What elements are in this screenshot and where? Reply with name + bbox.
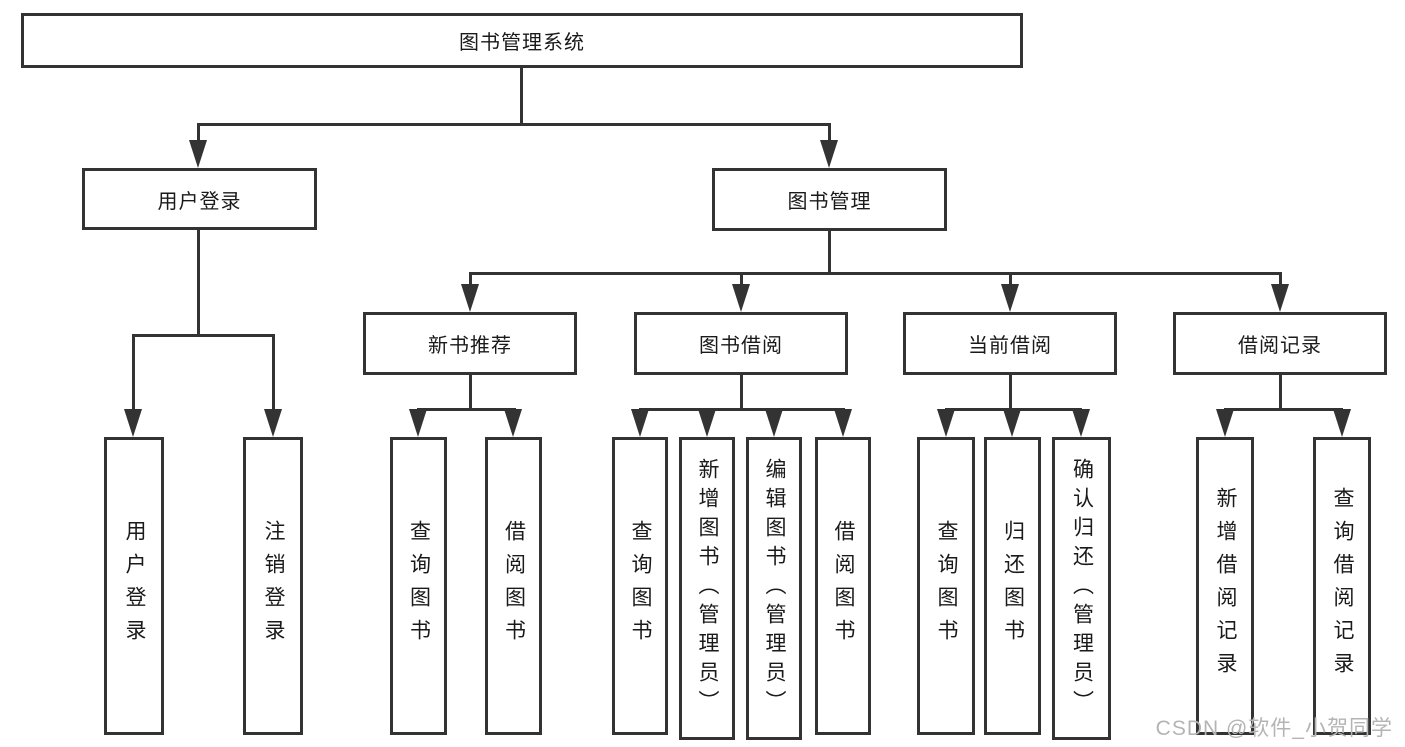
arrowhead-icon	[1003, 409, 1021, 437]
edge-level3-stub-1	[469, 272, 472, 288]
edge-user-drop	[197, 230, 200, 337]
arrowhead-icon	[504, 409, 522, 437]
leaf-borrow-borrow-books: 借阅图书	[815, 437, 871, 735]
csdn-watermark: CSDN @软件_小贺同学	[1155, 717, 1393, 740]
arrowhead-icon	[1271, 284, 1289, 312]
leaf-current-return-books: 归还图书	[984, 437, 1041, 735]
arrowhead-icon	[1333, 409, 1351, 437]
leaf-newrec-borrow-books: 借阅图书	[485, 437, 542, 735]
arrowhead-icon	[264, 409, 282, 437]
arrowhead-icon	[409, 409, 427, 437]
edge-borrow-horizontal	[639, 408, 845, 411]
arrowhead-icon	[1001, 284, 1019, 312]
edge-level2-stub-left	[197, 123, 200, 148]
edge-current-drop	[1009, 375, 1012, 411]
arrowhead-icon	[189, 140, 207, 168]
arrowhead-icon	[765, 409, 783, 437]
leaf-current-query-books: 查询图书	[917, 437, 975, 735]
edge-level3-stub-3	[1009, 272, 1012, 288]
node-new-book-recommend: 新书推荐	[363, 312, 577, 375]
leaf-borrow-add-books-admin: 新增图书（管理员）	[679, 437, 735, 740]
arrowhead-icon	[461, 284, 479, 312]
arrowhead-icon	[1072, 409, 1090, 437]
arrowhead-icon	[1216, 409, 1234, 437]
edge-user-horizontal	[132, 334, 275, 337]
node-user-login: 用户登录	[82, 168, 317, 230]
edge-newrec-drop	[469, 375, 472, 411]
arrowhead-icon	[698, 409, 716, 437]
edge-user-stub-1	[132, 334, 135, 412]
edge-records-drop	[1279, 375, 1282, 411]
node-book-management: 图书管理	[712, 168, 947, 231]
arrowhead-icon	[937, 409, 955, 437]
edge-level3-horizontal	[469, 272, 1282, 275]
leaf-user-login: 用户登录	[104, 437, 164, 735]
edge-level2-horizontal	[197, 123, 831, 126]
node-library-system: 图书管理系统	[21, 13, 1023, 68]
arrowhead-icon	[732, 284, 750, 312]
arrowhead-icon	[834, 409, 852, 437]
edge-level3-stub-2	[740, 272, 743, 288]
arrowhead-icon	[820, 140, 838, 168]
edge-mgmt-drop	[828, 231, 831, 275]
edge-level2-stub-right	[828, 123, 831, 148]
edge-newrec-horizontal	[417, 408, 516, 411]
leaf-borrow-query-books: 查询图书	[612, 437, 668, 735]
edge-level3-stub-4	[1279, 272, 1282, 288]
leaf-current-confirm-return-admin: 确认归还（管理员）	[1052, 437, 1111, 740]
node-book-borrow: 图书借阅	[634, 312, 848, 375]
edge-root-drop	[520, 68, 523, 126]
arrowhead-icon	[124, 409, 142, 437]
leaf-records-query-record: 查询借阅记录	[1313, 437, 1371, 735]
arrowhead-icon	[631, 409, 649, 437]
leaf-newrec-query-books: 查询图书	[390, 437, 447, 735]
edge-user-stub-2	[272, 334, 275, 412]
leaf-records-add-record: 新增借阅记录	[1196, 437, 1254, 735]
node-borrow-records: 借阅记录	[1173, 312, 1387, 375]
leaf-borrow-edit-books-admin: 编辑图书（管理员）	[746, 437, 802, 740]
leaf-logout: 注销登录	[243, 437, 303, 735]
edge-borrow-drop	[740, 375, 743, 411]
node-current-borrow: 当前借阅	[903, 312, 1117, 375]
edge-records-horizontal	[1224, 408, 1343, 411]
